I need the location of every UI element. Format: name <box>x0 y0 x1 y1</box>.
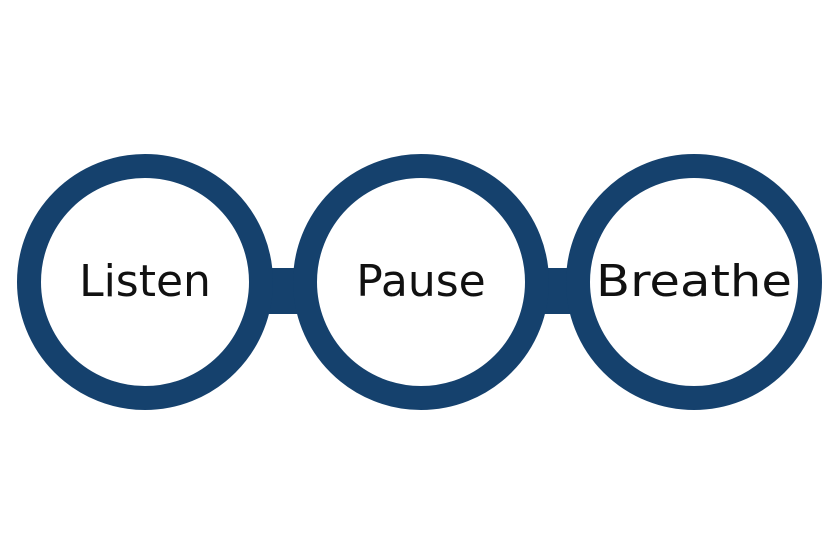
node-pause-label: Pause <box>356 256 485 307</box>
node-listen-label: Listen <box>79 256 211 307</box>
node-pause-ring <box>293 154 549 410</box>
node-breathe-label: Breathe <box>596 256 792 307</box>
node-listen-ring <box>17 154 273 410</box>
node-breathe-ring <box>566 154 822 410</box>
